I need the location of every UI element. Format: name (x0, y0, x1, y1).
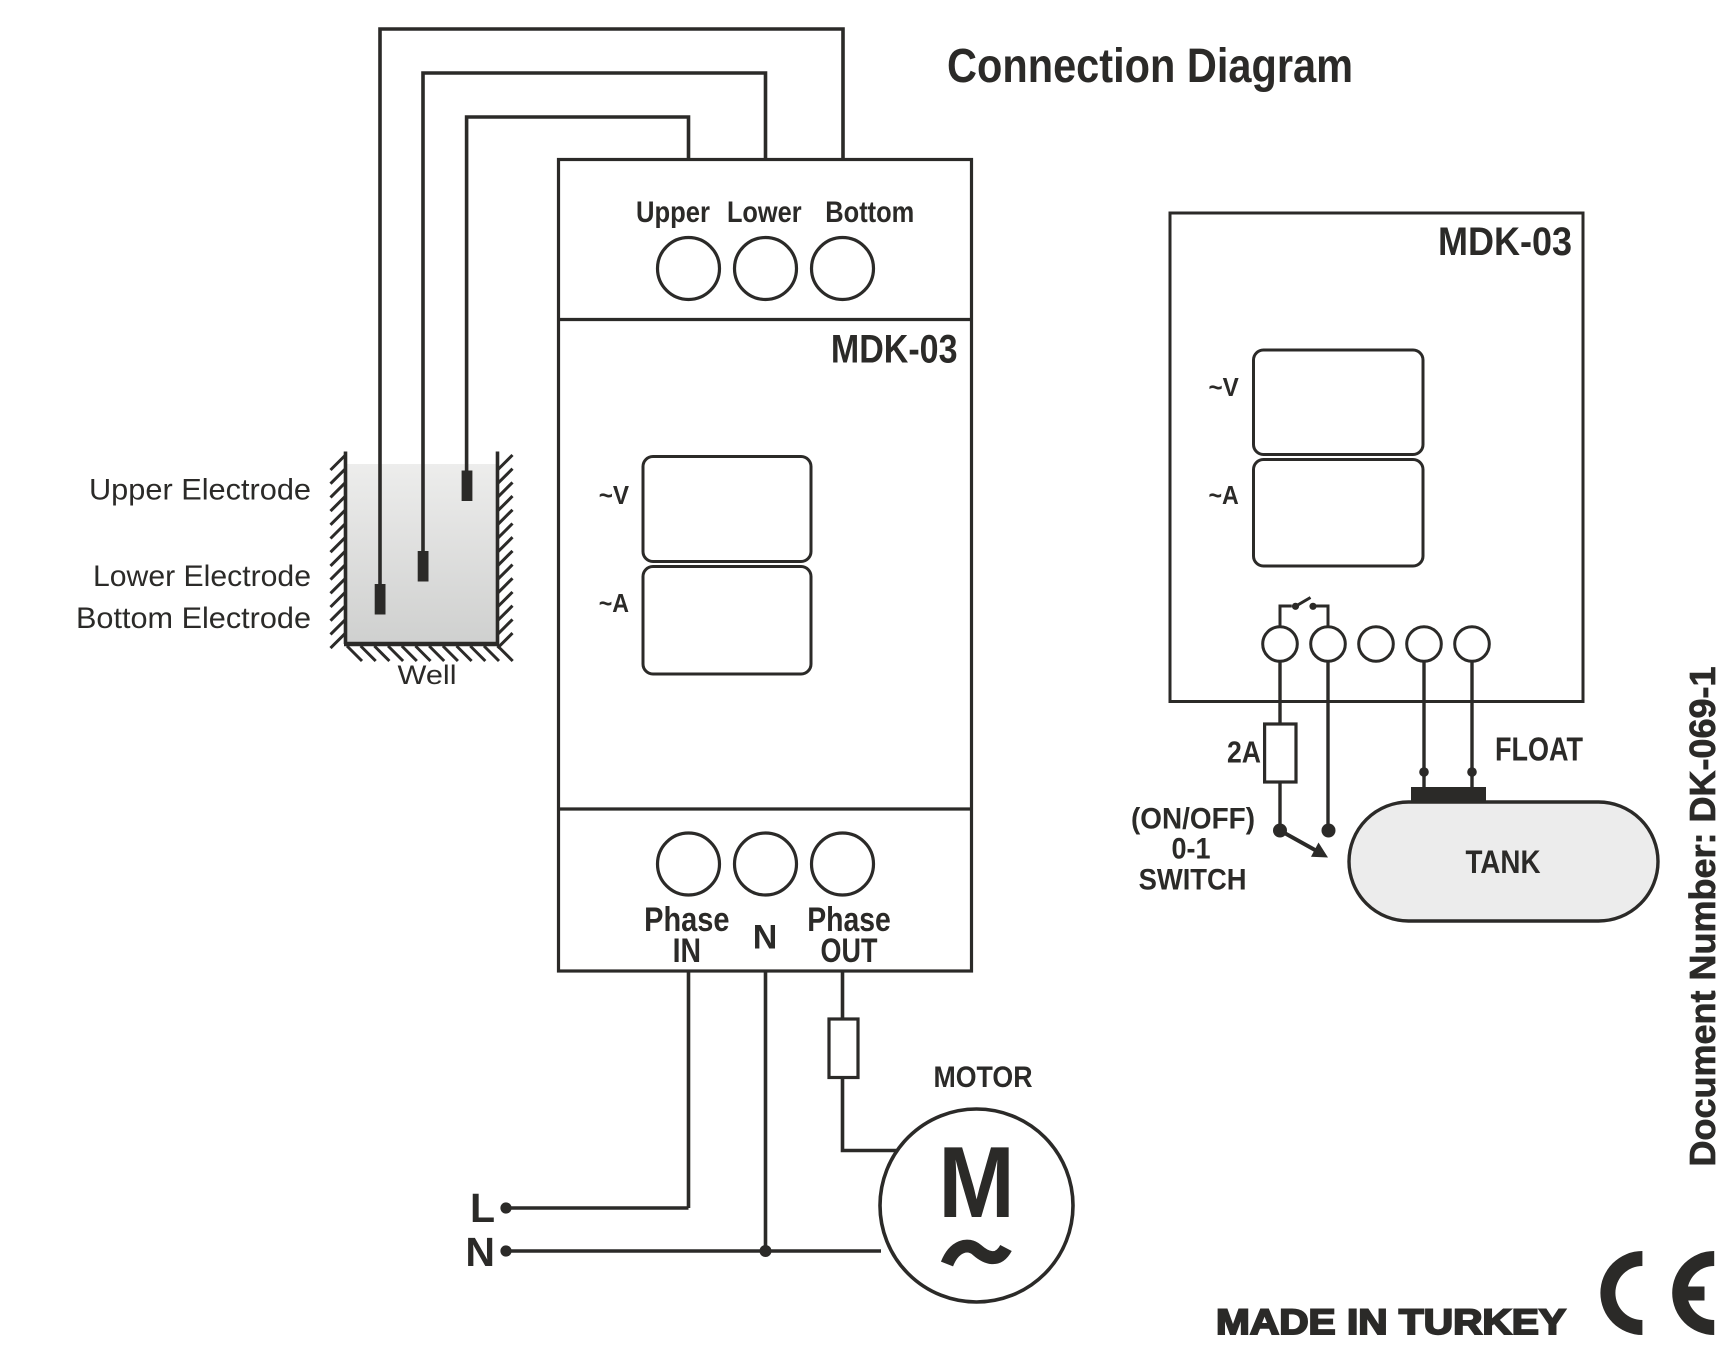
svg-text:~A: ~A (599, 588, 629, 618)
svg-text:OUT: OUT (821, 932, 878, 970)
svg-text:Well: Well (398, 660, 457, 690)
svg-text:Lower Electrode: Lower Electrode (93, 560, 311, 593)
svg-text:SWITCH: SWITCH (1139, 863, 1247, 896)
svg-text:~V: ~V (599, 480, 630, 510)
svg-text:IN: IN (673, 932, 701, 970)
svg-text:0-1: 0-1 (1172, 832, 1211, 865)
svg-text:Bottom: Bottom (825, 196, 914, 229)
svg-text:(ON/OFF): (ON/OFF) (1131, 803, 1255, 836)
svg-text:Document Number: DK-069-1: Document Number: DK-069-1 (1682, 667, 1723, 1167)
svg-text:MOTOR: MOTOR (934, 1061, 1033, 1094)
svg-text:2A: 2A (1227, 735, 1261, 770)
svg-text:Upper Electrode: Upper Electrode (89, 474, 311, 507)
svg-text:Upper: Upper (636, 196, 710, 229)
svg-text:L: L (470, 1185, 495, 1231)
svg-text:Phase: Phase (807, 901, 891, 939)
svg-text:MADE IN TURKEY: MADE IN TURKEY (1216, 1303, 1566, 1340)
svg-text:M: M (938, 1127, 1015, 1239)
svg-text:TANK: TANK (1466, 844, 1541, 880)
svg-text:N: N (465, 1229, 495, 1275)
svg-text:N: N (753, 919, 778, 957)
svg-text:Lower: Lower (727, 196, 802, 229)
svg-text:~V: ~V (1209, 372, 1240, 402)
svg-text:MDK-03: MDK-03 (831, 327, 958, 371)
svg-text:Bottom Electrode: Bottom Electrode (76, 602, 311, 635)
svg-text:~A: ~A (1209, 480, 1239, 510)
svg-text:FLOAT: FLOAT (1495, 731, 1583, 768)
svg-text:Phase: Phase (644, 901, 729, 939)
svg-text:MDK-03: MDK-03 (1438, 220, 1572, 264)
svg-text:Connection Diagram: Connection Diagram (947, 40, 1353, 93)
